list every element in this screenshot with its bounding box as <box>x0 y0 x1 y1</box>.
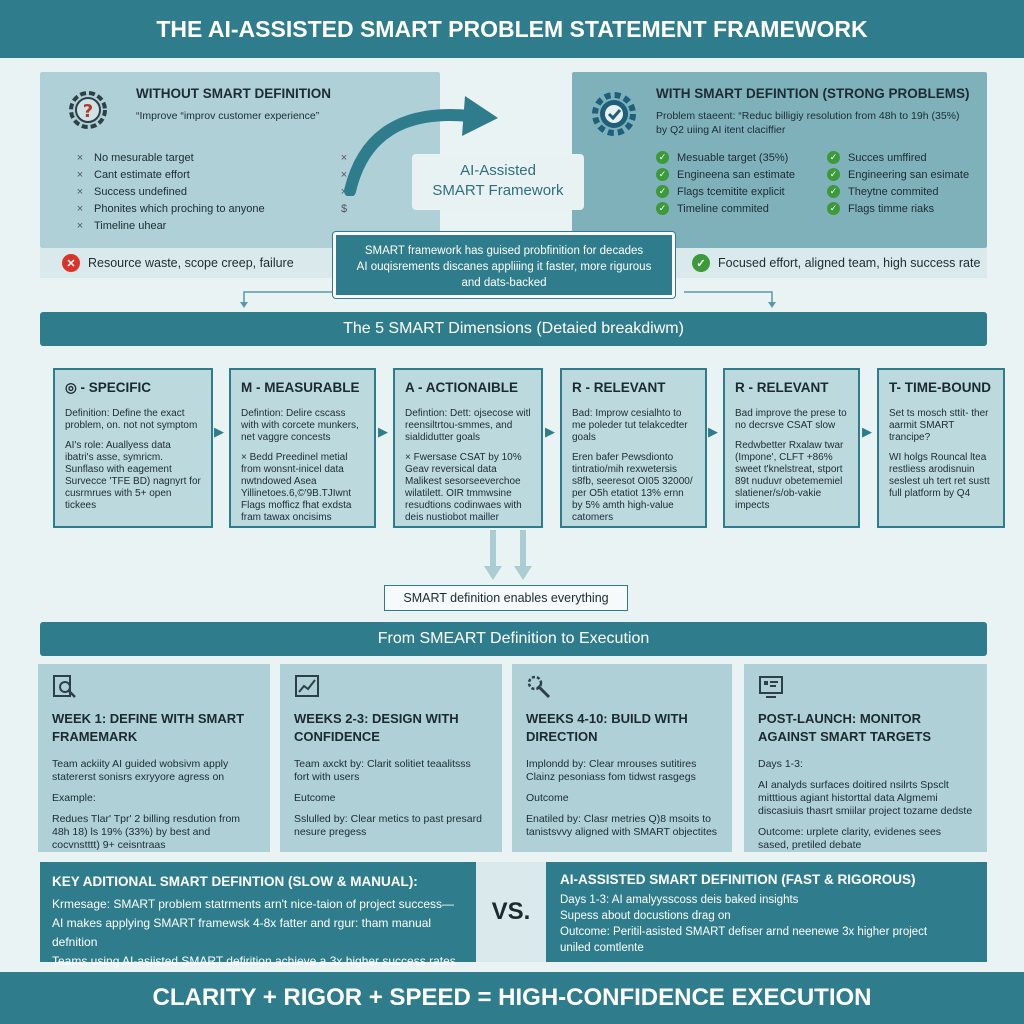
magnifier-icon <box>53 675 76 698</box>
arrow-right-icon: ▶ <box>214 424 224 439</box>
with-smart-panel: WITH SMART DEFINTION (STRONG PROBLEMS) P… <box>572 72 987 248</box>
list-item: ✓Mesuable target (35%) <box>656 149 795 166</box>
list-item: ✓Engineena san estimate <box>656 166 795 183</box>
week-card-define: WEEK 1: DEFINE WITH SMART FRAMEMARK Team… <box>38 664 270 852</box>
check-icon: ✓ <box>656 168 669 181</box>
check-icon: ✓ <box>656 151 669 164</box>
x-icon: × <box>340 168 348 181</box>
error-icon: ✕ <box>62 254 80 272</box>
dimension-card-relevant-2: R - RELEVANT Bad improve the prese to no… <box>723 368 860 528</box>
with-statement-line2: by Q2 uiing AI itent claciffier <box>656 124 786 136</box>
connector-left-icon <box>240 291 332 308</box>
week-card-design: WEEKS 2-3: DESIGN WITH CONFIDENCE Team a… <box>280 664 502 852</box>
without-smart-panel: ? WITHOUT SMART DEFINITION “Improve “imp… <box>40 72 440 248</box>
list-item: ×Timeline uhear <box>74 217 265 234</box>
dimension-card-actionable: A - ACTIONAIBLE Defintion: Dett: ojsecos… <box>393 368 543 528</box>
arrow-right-icon: ▶ <box>862 424 872 439</box>
with-benefits-right: ✓Succes umffired ✓Engineering san esimat… <box>827 149 969 217</box>
list-item: ×No mesurable target <box>74 149 265 166</box>
x-icon: × <box>76 185 84 198</box>
check-icon: ✓ <box>656 185 669 198</box>
down-arrows-icon <box>484 530 532 580</box>
enable-label: SMART definition enables everything <box>384 585 628 611</box>
x-icon: × <box>340 185 348 198</box>
dimensions-header: The 5 SMART Dimensions (Detaied breakdiw… <box>40 312 987 346</box>
target-icon: ◎ <box>65 380 77 395</box>
list-item: ✓Succes umffired <box>827 149 969 166</box>
check-icon: ✓ <box>827 151 840 164</box>
list-item: ✓Flags timme riaks <box>827 200 969 217</box>
arrow-right-icon: ▶ <box>708 424 718 439</box>
gear-check-icon <box>592 92 636 136</box>
x-icon: × <box>76 219 84 232</box>
week-card-monitor: POST-LAUNCH: MONITOR AGAINST SMART TARGE… <box>744 664 987 852</box>
x-icon: × <box>340 151 348 164</box>
x-icon: × <box>76 151 84 164</box>
list-item: ×Cant estimate effort <box>74 166 265 183</box>
chart-icon <box>295 675 319 697</box>
page-title: THE AI-ASSISTED SMART PROBLEM STATEMENT … <box>0 0 1024 58</box>
check-icon: ✓ <box>827 202 840 215</box>
vs-label: VS. <box>476 862 546 962</box>
with-statement-line1: Problem staeent: “Reduc billigiy resolut… <box>656 110 960 122</box>
dimension-card-relevant: R - RELEVANT Bad: Improw cesialhto to me… <box>560 368 707 528</box>
question-gear-icon: ? <box>69 91 107 129</box>
footer-slogan: CLARITY + RIGOR + SPEED = HIGH-CONFIDENC… <box>0 972 1024 1024</box>
with-title: WITH SMART DEFINTION (STRONG PROBLEMS) <box>656 86 970 101</box>
list-item: ✓Flags tcemitite explicit <box>656 183 795 200</box>
arrow-right-icon: ▶ <box>545 424 555 439</box>
x-icon: × <box>76 202 84 215</box>
x-icon: × <box>76 168 84 181</box>
dimension-card-measurable: M - MEASURABLE Defintion: Delire cscass … <box>229 368 376 528</box>
without-issues-list: ×No mesurable target ×Cant estimate effo… <box>74 149 265 234</box>
execution-header: From SMEART Definition to Execution <box>40 622 987 656</box>
wrench-gear-icon <box>527 675 551 699</box>
check-icon: ✓ <box>827 185 840 198</box>
list-item: ✓Timeline commited <box>656 200 795 217</box>
dimension-card-time-bound: T- TIME-BOUND Set ts mosch sttit- ther a… <box>877 368 1005 528</box>
connector-right-icon <box>684 291 776 308</box>
dollar-icon: $ <box>340 202 348 215</box>
without-quote: “Improve “improv customer experience” <box>136 110 320 122</box>
history-callout: SMART framework has guised probfinition … <box>333 232 675 298</box>
check-icon: ✓ <box>827 168 840 181</box>
curved-arrow-icon <box>344 96 498 196</box>
week-card-build: WEEKS 4-10: BUILD WITH DIRECTION Implond… <box>512 664 732 852</box>
success-icon: ✓ <box>692 254 710 272</box>
ai-definition-panel: AI-ASSISTED SMART DEFINITION (FAST & RIG… <box>546 862 987 962</box>
manual-definition-panel: KEY ADITIONAL SMART DEFINTION (SLOW & MA… <box>40 862 476 968</box>
svg-text:?: ? <box>83 101 93 122</box>
without-side-marks: × × × $ <box>338 149 350 217</box>
list-item: ✓Theytne commited <box>827 183 969 200</box>
arrow-right-icon: ▶ <box>378 424 388 439</box>
dashboard-icon <box>759 676 783 698</box>
list-item: ✓Engineering san esimate <box>827 166 969 183</box>
list-item: ×Success undefined <box>74 183 265 200</box>
with-benefits-left: ✓Mesuable target (35%) ✓Engineena san es… <box>656 149 795 217</box>
list-item: ×Phonites which proching to anyone <box>74 200 265 217</box>
check-icon: ✓ <box>656 202 669 215</box>
without-title: WITHOUT SMART DEFINITION <box>136 86 331 101</box>
framework-label: AI-Assisted SMART Framework <box>412 154 584 210</box>
dimension-card-specific: ◎ - SPECIFIC Definition: Define the exac… <box>53 368 213 528</box>
